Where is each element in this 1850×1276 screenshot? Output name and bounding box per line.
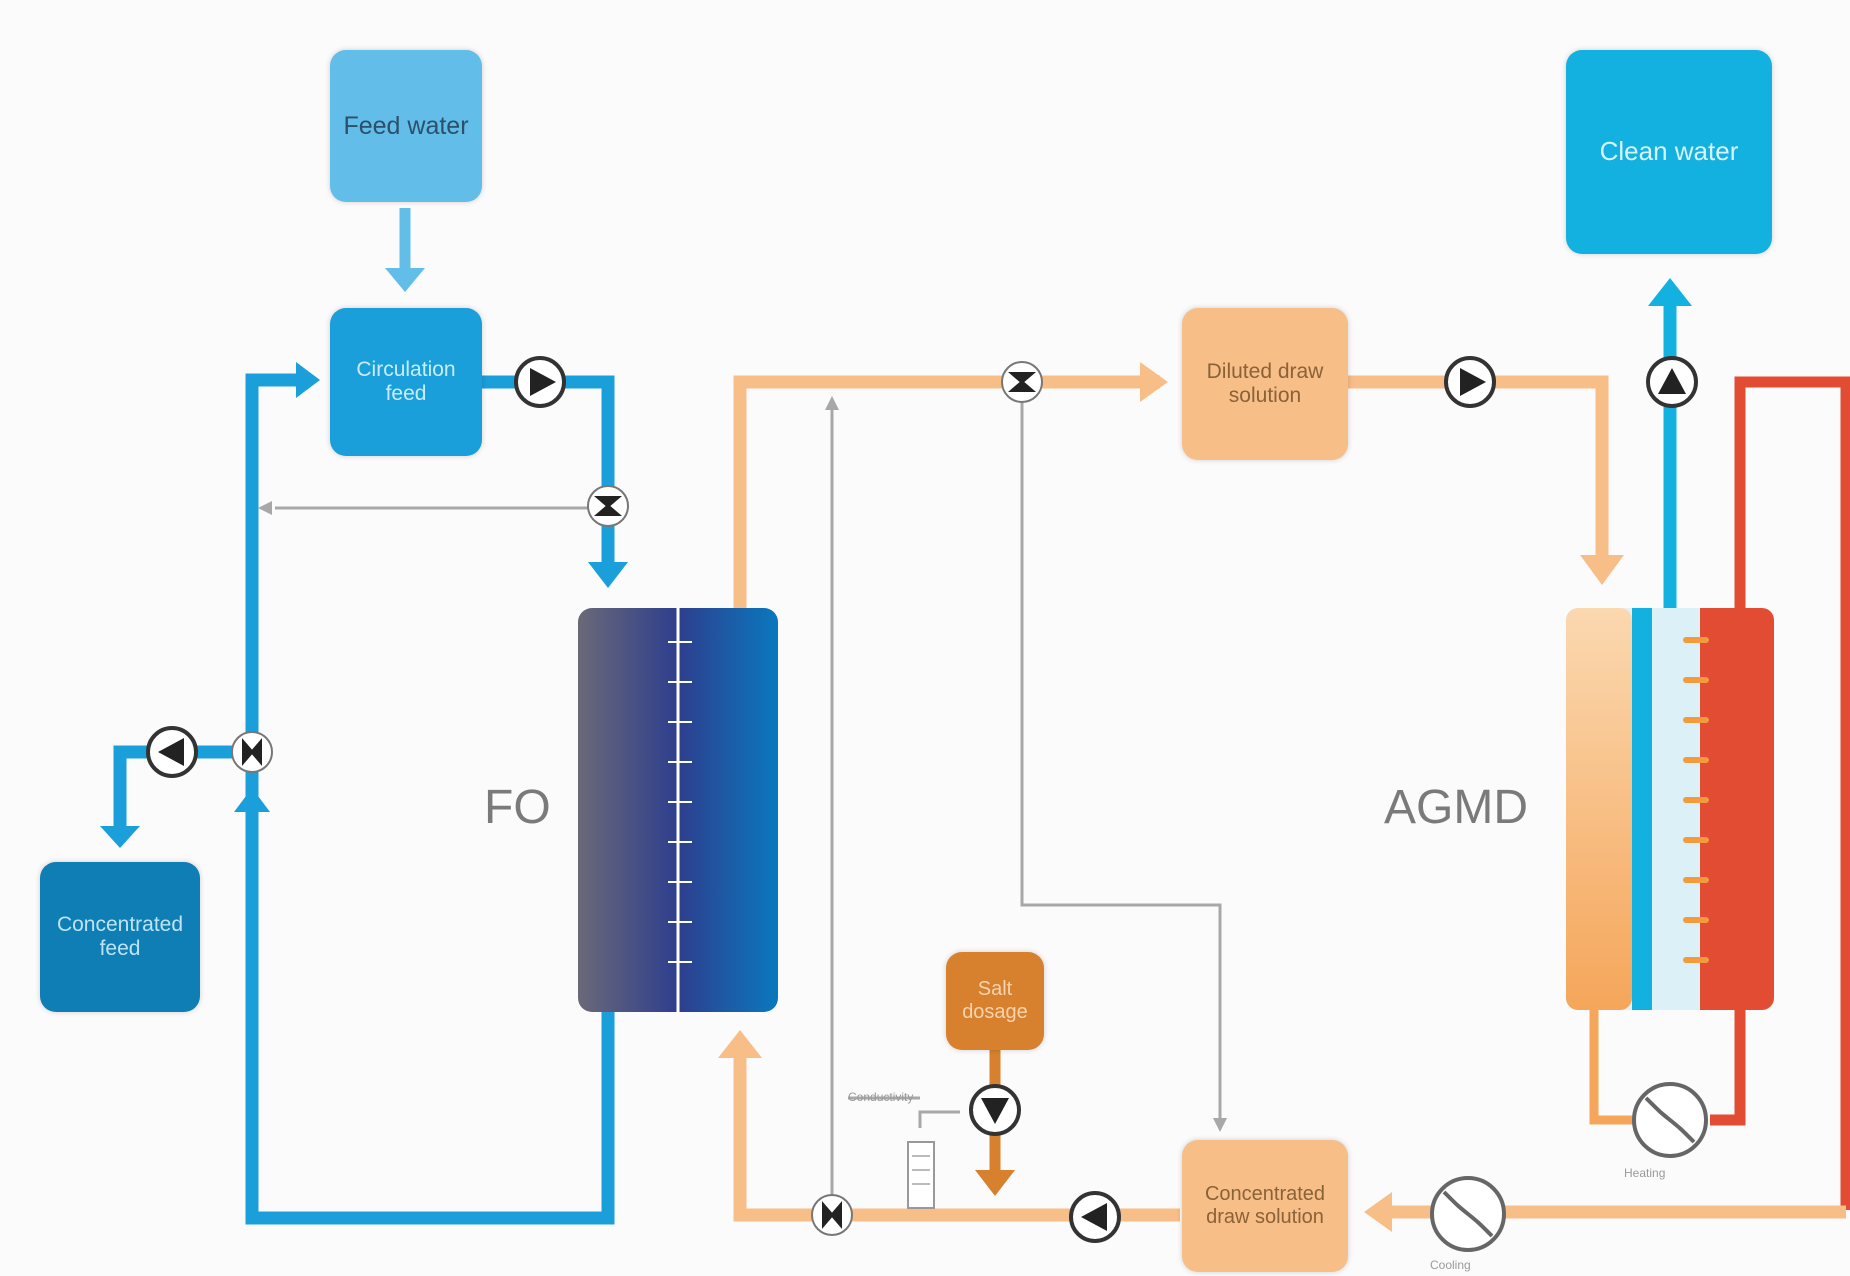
conductivity-label: Conductivity xyxy=(848,1090,914,1104)
heating-label: Heating xyxy=(1624,1166,1666,1180)
valve-draw-top-icon xyxy=(1001,361,1043,403)
concentrated-feed-label: Concentrated feed xyxy=(56,912,184,960)
clean-water-box: Clean water xyxy=(1566,50,1772,254)
pump-concentrated-feed-icon xyxy=(146,726,198,778)
concentrated-draw-label: Concentrated draw solution xyxy=(1204,1183,1326,1228)
valve-fo-feed-icon xyxy=(587,485,629,527)
diluted-draw-box: Diluted draw solution xyxy=(1182,308,1348,460)
valve-draw-bottom-icon xyxy=(811,1194,853,1236)
valve-feed-bypass-icon xyxy=(231,731,273,773)
salt-dosage-box: Salt dosage xyxy=(946,952,1044,1050)
clean-water-label: Clean water xyxy=(1599,136,1739,167)
pump-salt-dosage-icon xyxy=(969,1084,1021,1136)
pump-concentrated-draw-icon xyxy=(1069,1191,1121,1243)
clean-water-line xyxy=(1648,278,1692,608)
concentrated-draw-box: Concentrated draw solution xyxy=(1182,1140,1348,1272)
conductivity-sensor-icon xyxy=(907,1141,935,1209)
diluted-draw-label: Diluted draw solution xyxy=(1206,359,1324,407)
draw-loop-arrowheads xyxy=(718,362,1624,1232)
hot-loop-lines xyxy=(1710,376,1850,1210)
pump-diluted-draw-icon xyxy=(1444,356,1496,408)
feed-water-box: Feed water xyxy=(330,50,482,202)
agmd-module xyxy=(1566,608,1774,1010)
cooling-exchanger-icon xyxy=(1430,1176,1506,1252)
control-lines xyxy=(275,395,1222,1210)
fo-unit-label: FO xyxy=(484,781,551,834)
pump-circulation-icon xyxy=(514,356,566,408)
fo-module xyxy=(578,608,778,1012)
control-arrowheads xyxy=(258,396,1227,1132)
pump-clean-water-icon xyxy=(1646,356,1698,408)
concentrated-feed-box: Concentrated feed xyxy=(40,862,200,1012)
circulation-feed-label: Circulation feed xyxy=(356,357,456,405)
feed-water-label: Feed water xyxy=(343,111,469,140)
feed-loop-arrowheads xyxy=(100,268,628,848)
heating-exchanger-icon xyxy=(1632,1082,1708,1158)
cooling-label: Cooling xyxy=(1430,1258,1471,1272)
agmd-unit-label: AGMD xyxy=(1384,781,1528,834)
circulation-feed-box: Circulation feed xyxy=(330,308,482,456)
salt-dosage-label: Salt dosage xyxy=(962,978,1028,1023)
